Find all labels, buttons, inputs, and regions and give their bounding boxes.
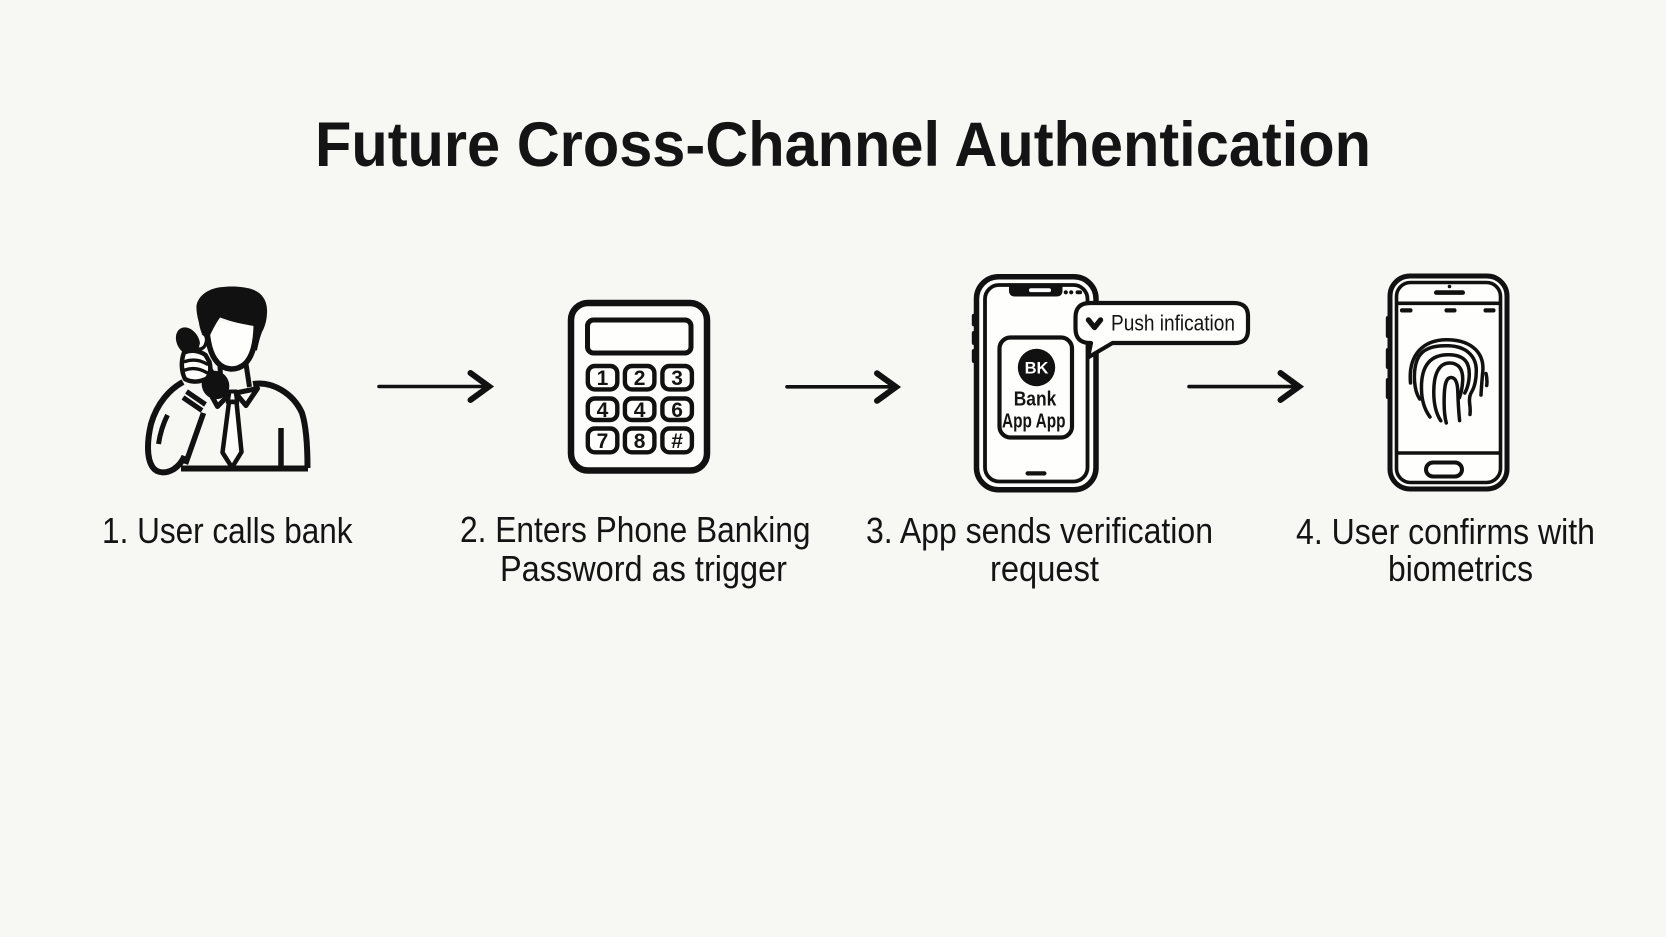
svg-text:request: request <box>990 548 1099 589</box>
svg-text:4: 4 <box>634 399 646 422</box>
svg-text:8: 8 <box>634 430 646 453</box>
svg-text:App App: App App <box>1002 410 1066 433</box>
svg-text:2: 2 <box>634 367 646 390</box>
svg-text:1. User calls bank: 1. User calls bank <box>102 510 353 551</box>
svg-text:biometrics: biometrics <box>1388 548 1533 589</box>
svg-text:4. User confirms with: 4. User confirms with <box>1296 511 1595 552</box>
svg-text:3. App sends verification: 3. App sends verification <box>866 510 1213 551</box>
svg-text:Push infication: Push infication <box>1111 311 1235 336</box>
svg-text:1: 1 <box>597 367 609 390</box>
svg-text:Password as trigger: Password as trigger <box>500 548 787 589</box>
svg-text:4: 4 <box>597 399 609 422</box>
svg-text:Future Cross-Channel Authentic: Future Cross-Channel Authentication <box>315 110 1371 180</box>
svg-text:2. Enters Phone Banking: 2. Enters Phone Banking <box>460 509 811 550</box>
svg-text:#: # <box>671 430 683 453</box>
svg-text:6: 6 <box>671 399 683 422</box>
svg-text:7: 7 <box>597 430 609 453</box>
svg-text:3: 3 <box>671 367 683 390</box>
svg-text:Bank: Bank <box>1014 388 1057 411</box>
svg-text:BK: BK <box>1025 360 1049 378</box>
